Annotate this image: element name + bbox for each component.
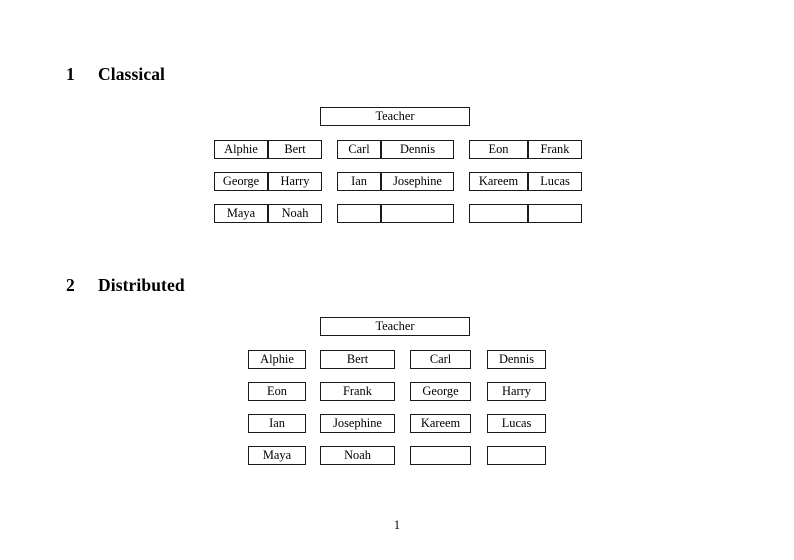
classical-group-1-row-3: Maya Noah <box>214 204 322 223</box>
student-cell[interactable]: Carl <box>337 140 381 159</box>
distributed-row-4: Maya Noah <box>248 446 548 465</box>
student-cell[interactable]: Frank <box>528 140 582 159</box>
classical-group-3-row-2: Kareem Lucas <box>469 172 582 191</box>
student-cell-empty[interactable] <box>487 446 546 465</box>
student-cell[interactable]: Kareem <box>469 172 528 191</box>
section-number: 1 <box>66 64 75 84</box>
distributed-teacher-box[interactable]: Teacher <box>320 317 470 336</box>
student-cell[interactable]: Alphie <box>248 350 306 369</box>
distributed-row-3: Ian Josephine Kareem Lucas <box>248 414 548 433</box>
student-cell[interactable]: Harry <box>268 172 322 191</box>
student-cell-empty[interactable] <box>528 204 582 223</box>
student-cell-empty[interactable] <box>410 446 471 465</box>
student-cell[interactable]: Lucas <box>528 172 582 191</box>
student-cell[interactable]: Dennis <box>487 350 546 369</box>
student-cell[interactable]: Bert <box>320 350 395 369</box>
student-cell[interactable]: Eon <box>248 382 306 401</box>
student-cell[interactable]: Bert <box>268 140 322 159</box>
student-cell-empty[interactable] <box>337 204 381 223</box>
student-cell[interactable]: George <box>214 172 268 191</box>
student-cell[interactable]: Ian <box>337 172 381 191</box>
student-cell[interactable]: Noah <box>268 204 322 223</box>
student-cell[interactable]: Ian <box>248 414 306 433</box>
student-cell[interactable]: Noah <box>320 446 395 465</box>
student-cell[interactable]: Harry <box>487 382 546 401</box>
page-number: 1 <box>393 518 401 532</box>
student-cell[interactable]: Carl <box>410 350 471 369</box>
student-cell[interactable]: Kareem <box>410 414 471 433</box>
section-number: 2 <box>66 275 75 295</box>
classical-group-1-row-2: George Harry <box>214 172 322 191</box>
student-cell[interactable]: Josephine <box>320 414 395 433</box>
student-cell[interactable]: Eon <box>469 140 528 159</box>
classical-group-2-row-3 <box>337 204 454 223</box>
section-title: Distributed <box>98 275 185 295</box>
student-cell[interactable]: Dennis <box>381 140 454 159</box>
section-heading-distributed: 2 Distributed <box>66 275 185 296</box>
distributed-row-2: Eon Frank George Harry <box>248 382 548 401</box>
classical-group-2-row-2: Ian Josephine <box>337 172 454 191</box>
classical-teacher-box[interactable]: Teacher <box>320 107 470 126</box>
student-cell[interactable]: Maya <box>214 204 268 223</box>
classical-group-3-row-3 <box>469 204 582 223</box>
classical-group-2-row-1: Carl Dennis <box>337 140 454 159</box>
classical-group-3-row-1: Eon Frank <box>469 140 582 159</box>
section-heading-classical: 1 Classical <box>66 64 165 85</box>
section-title: Classical <box>98 64 166 84</box>
distributed-row-1: Alphie Bert Carl Dennis <box>248 350 548 369</box>
student-cell[interactable]: Frank <box>320 382 395 401</box>
student-cell[interactable]: Josephine <box>381 172 454 191</box>
student-cell[interactable]: Alphie <box>214 140 268 159</box>
student-cell[interactable]: Maya <box>248 446 306 465</box>
classical-group-1-row-1: Alphie Bert <box>214 140 322 159</box>
student-cell[interactable]: Lucas <box>487 414 546 433</box>
student-cell[interactable]: George <box>410 382 471 401</box>
student-cell-empty[interactable] <box>381 204 454 223</box>
student-cell-empty[interactable] <box>469 204 528 223</box>
